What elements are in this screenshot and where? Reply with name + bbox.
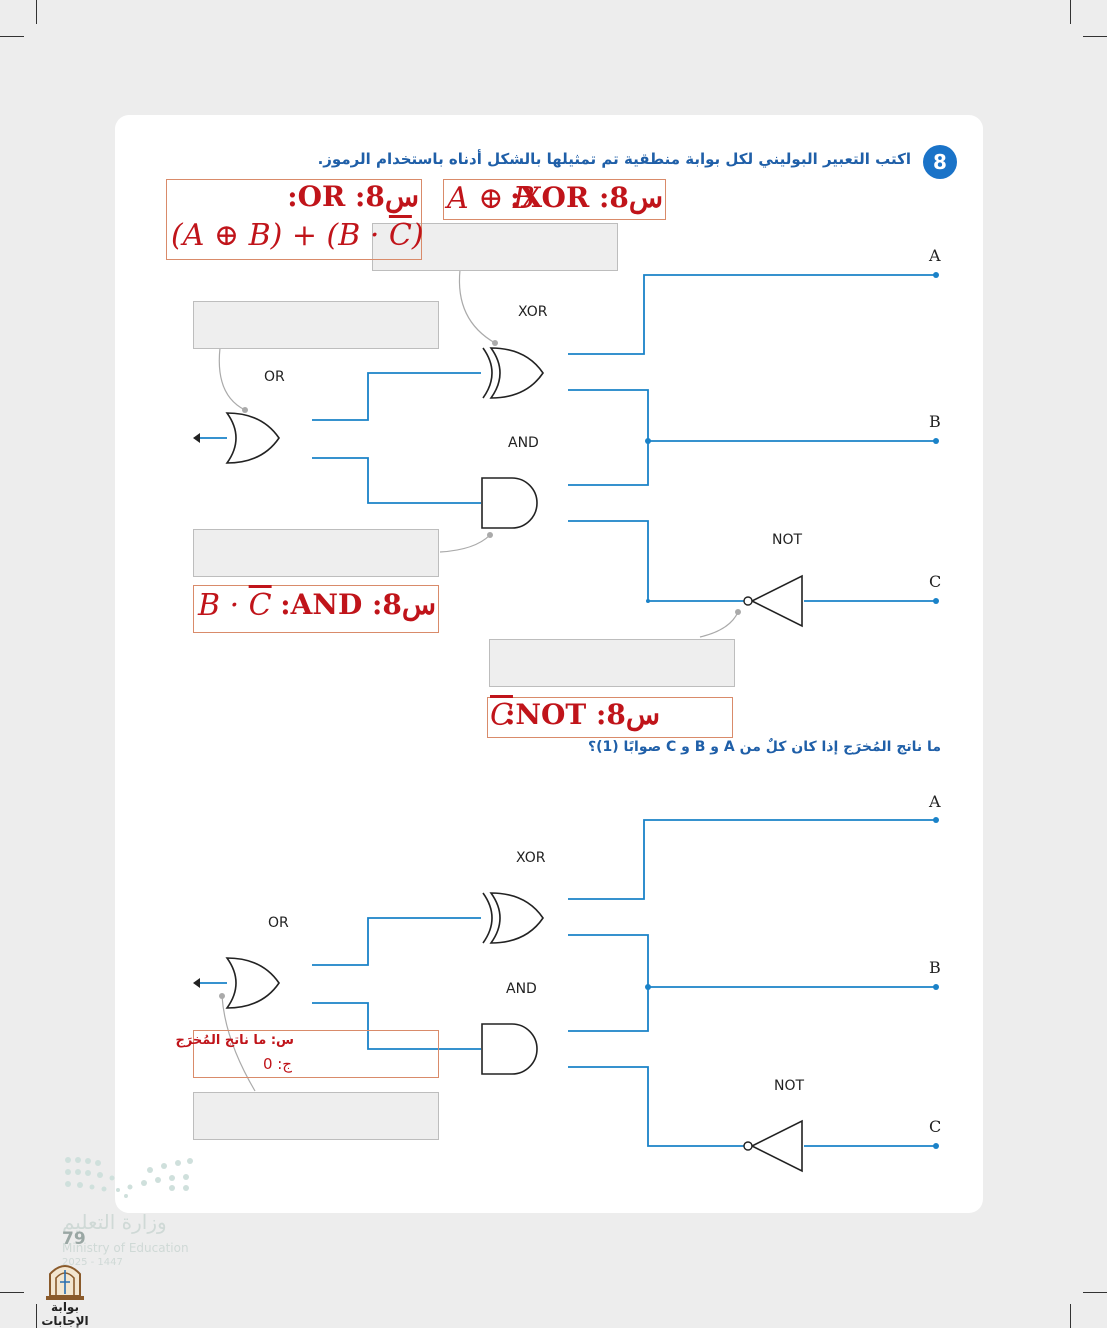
- xor-label-2: XOR: [516, 850, 546, 866]
- output-answer-field[interactable]: [193, 1092, 439, 1140]
- wire-a-1: [568, 274, 936, 355]
- question-text: اكتب التعبير البوليني لكل بوابة منطقية ت…: [317, 150, 911, 168]
- xor-answer-expression: A ⊕ B: [447, 181, 535, 216]
- wire-not-out-2: [568, 1066, 745, 1147]
- wire-and-or-1: [312, 457, 481, 504]
- or-gate-2: [226, 957, 280, 1009]
- input-a-label-1: A: [929, 246, 941, 265]
- and-gate-1: [481, 477, 538, 529]
- crop-mark: [36, 0, 37, 24]
- and-answer-label: س8: AND:: [280, 588, 436, 621]
- not-answer-expression: C: [490, 698, 513, 733]
- crop-mark: [1070, 1304, 1071, 1328]
- terminal-b-1: [933, 438, 939, 444]
- or-answer-label: س8: OR:: [287, 180, 419, 213]
- input-b-label-1: B: [929, 412, 941, 431]
- or-label-2: OR: [268, 915, 289, 931]
- ministry-logo-dots: [65, 1157, 193, 1198]
- or-answer-field[interactable]: [193, 301, 439, 349]
- diagram1-wires: [198, 274, 936, 602]
- and-answer: س8: AND: B · C: [193, 585, 439, 633]
- not-answer-field[interactable]: [489, 639, 735, 687]
- terminal-c-1: [933, 598, 939, 604]
- wire-b-and-2: [568, 987, 649, 1032]
- wire-a-2: [568, 819, 936, 900]
- terminal-c-2: [933, 1143, 939, 1149]
- xor-answer: س8: XOR: A ⊕ B: [443, 179, 666, 220]
- input-b-label-2: B: [929, 958, 941, 977]
- crop-mark: [0, 1292, 24, 1293]
- terminal-a-2: [933, 817, 939, 823]
- wire-and-or-2: [312, 1002, 481, 1050]
- and-gate-2: [481, 1023, 538, 1075]
- diagram2-leaders: [221, 995, 256, 1092]
- or-gate-1: [226, 412, 280, 464]
- or-answer-expression: (A ⊕ B) + (B · C): [171, 218, 424, 253]
- input-c-label-2: C: [929, 1117, 942, 1136]
- and-answer-field[interactable]: [193, 529, 439, 577]
- terminal-a-1: [933, 272, 939, 278]
- output-answer: س: ما ناتج المُخرَج ج: 0: [175, 1030, 439, 1078]
- and-answer-expression: B · C: [198, 588, 272, 623]
- page-number: 79: [62, 1229, 86, 1249]
- site-name: بوابة الإجابات: [41, 1300, 89, 1328]
- not-gate-2: [743, 1120, 803, 1172]
- not-answer-label: س8: NOT:: [505, 698, 660, 731]
- input-c-label-1: C: [929, 572, 942, 591]
- wire-b-and-1: [568, 441, 649, 486]
- and-label-1: AND: [508, 435, 539, 451]
- wire-b-2: [568, 934, 936, 988]
- input-a-label-2: A: [929, 792, 941, 811]
- crop-mark: [0, 36, 24, 37]
- ministry-name-ar: وزارة التعليم: [62, 1210, 167, 1234]
- output-answer-question: س: ما ناتج المُخرَج: [175, 1033, 294, 1048]
- and-label-2: AND: [506, 981, 537, 997]
- ministry-name-en: Ministry of Education: [62, 1241, 189, 1255]
- wire-xor-or-1: [312, 372, 481, 421]
- xor-gate-1: [482, 347, 544, 399]
- crop-mark: [1083, 36, 1107, 37]
- junction-c-1: [646, 599, 650, 603]
- terminal-b-2: [933, 984, 939, 990]
- edition-year: 2025 - 1447: [62, 1257, 123, 1268]
- or-label-1: OR: [264, 369, 285, 385]
- xor-gate-2: [482, 892, 544, 944]
- output-answer-value: ج: 0: [262, 1055, 292, 1073]
- diagram1-nodes: [645, 272, 939, 604]
- wire-not-out-1: [568, 520, 745, 602]
- crop-mark: [36, 1304, 37, 1328]
- or-answer: س8: OR: (A ⊕ B) + (B · C): [166, 179, 424, 260]
- wire-b-1: [568, 389, 936, 442]
- crop-mark: [1083, 1292, 1107, 1293]
- xor-label-1: XOR: [518, 304, 548, 320]
- diagram2-nodes: [645, 817, 939, 1149]
- junction-b-2: [645, 984, 651, 990]
- site-logo-icon: [46, 1265, 84, 1300]
- diagram2-wires: [198, 819, 936, 1147]
- wire-xor-or-2: [312, 917, 481, 966]
- not-gate-1: [743, 575, 803, 627]
- junction-b-1: [645, 438, 651, 444]
- xor-answer-field[interactable]: [372, 223, 618, 271]
- question-number-badge: 8: [923, 145, 957, 179]
- xor-answer-label: س8: XOR:: [509, 181, 663, 214]
- diagram1-leaders: [218, 269, 739, 638]
- not-answer: س8: NOT: C: [487, 697, 733, 738]
- crop-mark: [1070, 0, 1071, 24]
- output-arrow-2: [193, 978, 200, 988]
- output-arrow-1: [193, 433, 200, 443]
- not-label-1: NOT: [772, 532, 803, 548]
- sub-question-text: ما ناتج المُخرَج إذا كان كلٌ من A و B و …: [587, 739, 941, 755]
- not-label-2: NOT: [774, 1078, 805, 1094]
